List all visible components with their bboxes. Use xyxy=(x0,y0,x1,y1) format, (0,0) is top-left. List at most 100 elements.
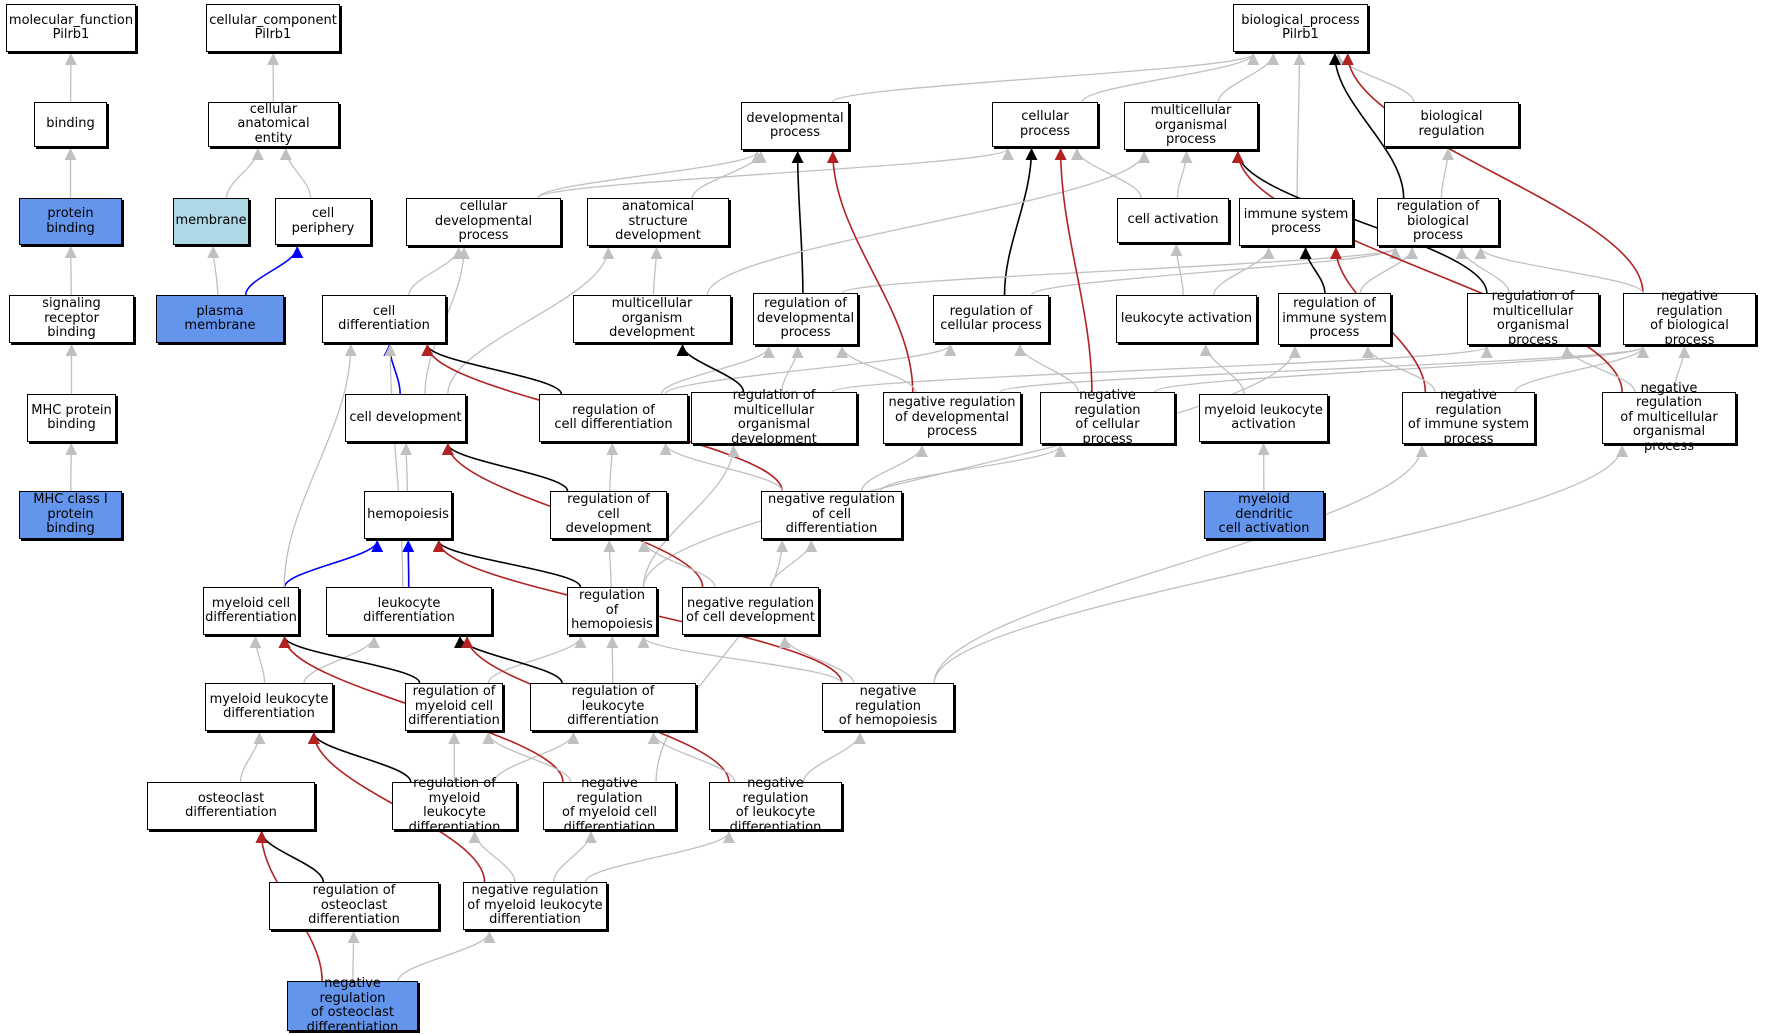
edge-regmop-to-regbio xyxy=(1455,247,1510,294)
edge-regmod-to-regmop xyxy=(831,346,1493,393)
edge-negleukdiff-to-neghemo xyxy=(802,732,866,783)
edge-regcdiff-to-regdev xyxy=(660,346,775,395)
go-term-myeleukact: myeloid leukocyte activation xyxy=(1199,394,1328,442)
edge-celldevproc-to-devproc xyxy=(537,151,764,199)
go-term-regmop: regulation of multicellular organismal p… xyxy=(1467,289,1599,347)
go-term-bp: biological_process Pilrb1 xyxy=(1233,4,1368,52)
go-term-regcell: regulation of cellular process xyxy=(933,295,1049,343)
edge-negcdev-to-negcdiff xyxy=(770,540,818,588)
edge-mod-to-mop xyxy=(706,151,1151,296)
go-term-asd: anatomical structure development xyxy=(587,198,729,246)
edge-myeleukdiff-to-leukdiff xyxy=(303,636,380,684)
edge-negcell-to-cellproc xyxy=(1054,148,1093,393)
go-term-regmcd: regulation of myeloid cell differentiati… xyxy=(405,683,503,731)
edge-negmyeleukdiff-to-negleukdiff xyxy=(584,831,735,883)
edge-negdev-to-devproc xyxy=(826,151,914,393)
go-term-pm: plasma membrane xyxy=(156,295,284,343)
edge-regcdiff-to-regcell xyxy=(665,344,957,395)
edge-negcdiff-to-negcell xyxy=(880,445,1067,492)
edge-pm-to-membrane xyxy=(207,246,220,296)
edge-mcd-to-celldiff xyxy=(283,344,357,588)
edge-mcd-to-hemo xyxy=(283,540,384,588)
edge-negosteo-to-negmyeleukdiff xyxy=(397,931,496,982)
edge-neghemo-to-negmop xyxy=(933,445,1629,684)
edge-negmop-to-negbio xyxy=(1673,346,1691,393)
go-term-negmop: negative regulation of multicellular org… xyxy=(1602,381,1736,454)
edge-leukdiff-to-hemo xyxy=(402,540,415,588)
edge-negbio-to-bp xyxy=(1341,53,1644,294)
edge-negmcd-to-regmcd xyxy=(482,732,572,783)
edge-negmop-to-regmop xyxy=(1561,346,1636,393)
go-term-srb: signaling receptor binding xyxy=(9,295,134,343)
edge-leukact-to-immsys xyxy=(1213,247,1275,296)
edge-regbio-to-bp xyxy=(1328,53,1405,199)
edge-negdev-to-regdev xyxy=(836,346,917,393)
go-term-celldevproc: cellular developmental process xyxy=(406,198,561,246)
go-term-mcd: myeloid cell differentiation xyxy=(203,587,299,635)
go-term-reghemo: regulation of hemopoiesis xyxy=(567,587,657,635)
go-term-cellact: cell activation xyxy=(1117,198,1229,243)
go-term-neghemo: negative regulation of hemopoiesis xyxy=(822,683,954,731)
go-term-regcdev: regulation of cell development xyxy=(550,491,667,539)
edge-negmyeleukdiff-to-negmcd xyxy=(552,831,597,883)
go-term-immsys: immune system process xyxy=(1239,198,1353,246)
edge-negcdiff-to-regcdiff xyxy=(659,443,783,492)
edge-negcell-to-negbio xyxy=(1154,346,1649,393)
go-term-membrane: membrane xyxy=(173,198,249,245)
edge-asd-to-devproc xyxy=(691,151,767,199)
edge-regmop-to-mop xyxy=(1231,151,1488,294)
go-term-celldiff: cell differentiation xyxy=(322,295,446,343)
go-term-regbio: regulation of biological process xyxy=(1377,198,1499,246)
go-term-regimm: regulation of immune system process xyxy=(1278,293,1391,345)
edge-cellproc-to-bp xyxy=(1081,53,1260,103)
go-term-regcdiff: regulation of cell differentiation xyxy=(539,394,688,442)
edge-cellact-to-cellproc xyxy=(1071,148,1142,199)
edge-mhc1-to-mhc xyxy=(65,443,78,492)
go-term-leukdiff: leukocyte differentiation xyxy=(326,587,492,635)
edge-negcdev-to-regcdev xyxy=(638,540,716,588)
go-term-negleukdiff: negative regulation of leukocyte differe… xyxy=(709,776,842,834)
go-term-negcdev: negative regulation of cell development xyxy=(682,587,819,635)
go-term-cellproc: cellular process xyxy=(992,102,1098,147)
go-term-mod: multicellular organism development xyxy=(573,295,731,343)
go-term-regmyeleukdiff: regulation of myeloid leukocyte differen… xyxy=(392,776,517,834)
go-term-negmcd: negative regulation of myeloid cell diff… xyxy=(543,776,676,834)
go-term-myeleukdiff: myeloid leukocyte differentiation xyxy=(205,683,333,731)
edge-celldiff-to-celldevproc xyxy=(408,247,465,296)
go-term-negdev: negative regulation of developmental pro… xyxy=(883,392,1021,444)
go-term-cc: cellular_component Pilrb1 xyxy=(206,4,340,52)
edge-myeleukdiff-to-mcd xyxy=(249,636,266,684)
go-term-cellper: cell periphery xyxy=(275,198,371,245)
edge-membrane-to-cae xyxy=(225,148,264,199)
go-term-negbio: negative regulation of biological proces… xyxy=(1623,289,1756,347)
go-term-regosteo: regulation of osteoclast differentiation xyxy=(269,882,439,930)
edge-osteodiff-to-myeleukdiff xyxy=(239,732,266,783)
go-term-celldev: cell development xyxy=(345,394,466,442)
edge-pm-to-cellper xyxy=(244,246,304,296)
edge-srb-to-protbind xyxy=(64,246,77,296)
edge-regbio-to-bioreg xyxy=(1440,148,1455,199)
go-term-regdev: regulation of developmental process xyxy=(753,293,858,345)
edge-cellact-to-mop xyxy=(1176,151,1193,199)
edge-hemo-to-celldev xyxy=(400,443,413,492)
go-term-negcell: negative regulation of cellular process xyxy=(1040,388,1175,446)
edge-regdev-to-devproc xyxy=(791,151,804,294)
edge-negosteo-to-regosteo xyxy=(347,931,360,982)
edge-negbio-to-regbio xyxy=(1474,247,1644,294)
edge-negimm-to-regimm xyxy=(1362,346,1436,393)
go-term-negcdiff: negative regulation of cell differentiat… xyxy=(761,491,902,539)
edge-neghemo-to-negimm xyxy=(933,445,1428,684)
edge-leukdiff-to-celldiff xyxy=(384,344,404,588)
edge-negimm-to-negbio xyxy=(1514,346,1649,393)
edge-reghemo-to-regmod xyxy=(642,445,740,588)
go-term-negmyeleukdiff: negative regulation of myeloid leukocyte… xyxy=(463,882,607,930)
edge-celldevproc-to-cellproc xyxy=(537,148,1014,199)
edge-immsys-to-bp xyxy=(1293,53,1306,199)
edge-regleukdiff-to-reghemo xyxy=(606,636,619,684)
edge-negmcd-to-negcdiff xyxy=(655,540,789,783)
edge-negcell-to-regcell xyxy=(1014,344,1080,393)
edge-regmcd-to-reghemo xyxy=(487,636,587,684)
edge-celldev-to-asd xyxy=(447,247,615,395)
edge-mod-to-asd xyxy=(650,247,663,296)
edge-regimm-to-regbio xyxy=(1359,247,1419,294)
